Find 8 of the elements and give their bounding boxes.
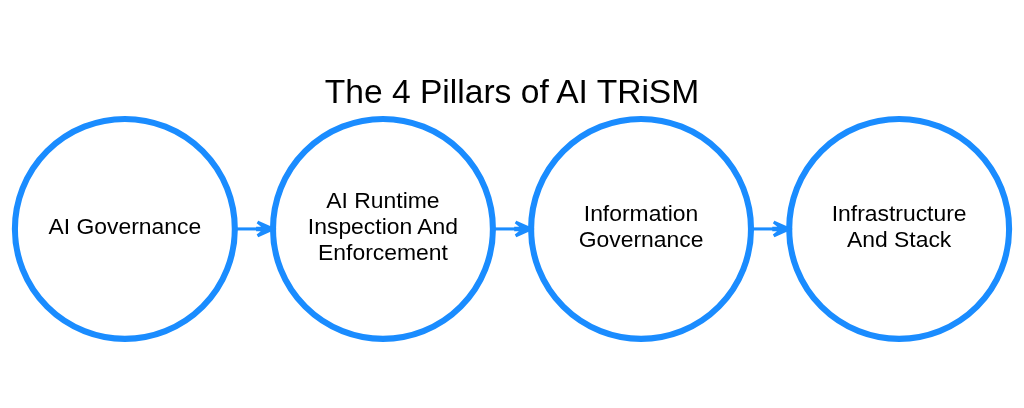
node-circle: AI Governance xyxy=(11,115,238,342)
node-circle: Information Governance xyxy=(528,115,755,342)
node-circle: Infrastructure And Stack xyxy=(786,115,1013,342)
arrow xyxy=(235,220,275,237)
arrow xyxy=(493,220,533,237)
arrow xyxy=(751,220,791,237)
diagram-title: The 4 Pillars of AI TRiSM xyxy=(324,72,700,110)
node-circle: AI Runtime Inspection And Enforcement xyxy=(269,115,496,342)
